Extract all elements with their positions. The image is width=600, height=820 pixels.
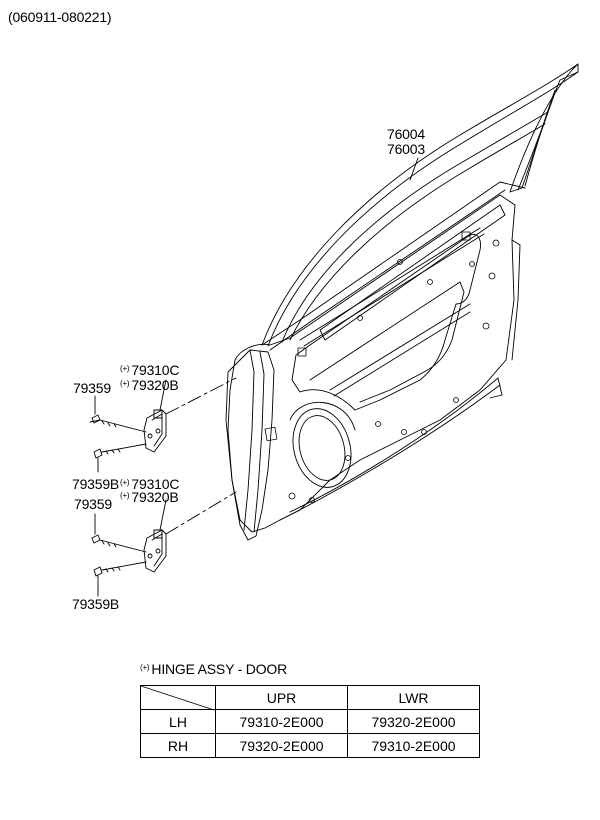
impact-bar-4 <box>333 311 471 397</box>
callout-upper-79320b: (+)79320B <box>120 377 179 393</box>
lower-hinge-dash <box>165 491 237 535</box>
waist-rail <box>319 204 506 341</box>
table-cell-upr: 79310-2E000 <box>215 709 348 734</box>
impact-bar-3 <box>329 303 471 391</box>
inner-opening-2 <box>309 281 465 403</box>
table-header-row: UPR LWR <box>140 685 480 710</box>
belt-line <box>261 181 526 346</box>
belt-line-2 <box>269 189 506 351</box>
b-pillar-line <box>524 89 556 187</box>
inner-opening <box>291 233 481 411</box>
table-header-lwr: LWR <box>347 685 480 710</box>
lower-hinge-leader <box>159 499 167 531</box>
upper-hinge-dash-2 <box>89 419 101 423</box>
callout-lower-79320b: (+)79320B <box>120 489 179 505</box>
upper-hinge-leader <box>159 379 167 411</box>
rear-edge-2 <box>511 239 521 361</box>
upper-bolt-a <box>91 414 147 433</box>
speaker-rim <box>289 401 356 431</box>
upper-bolt-b <box>93 443 147 459</box>
hinge-pillar-edge-2 <box>253 351 265 533</box>
legend-mark: (+) <box>140 663 150 672</box>
table-row: RH 79320-2E000 79310-2E000 <box>140 733 480 758</box>
legend-title: HINGE ASSY - DOOR <box>151 661 288 677</box>
callout-lower-79359b: 79359B <box>72 596 120 612</box>
table-corner-cell <box>140 685 216 710</box>
callout-upper-79310c: (+)79310C <box>120 362 179 378</box>
window-frame-inner-2 <box>289 123 546 341</box>
speaker-hole-inner <box>298 415 346 481</box>
table-cell-side: LH <box>140 709 216 734</box>
panel-holes <box>264 231 500 503</box>
door-panel-outline <box>227 194 516 533</box>
table-cell-lwr: 79310-2E000 <box>347 733 480 758</box>
upper-79310c-label: 79310C <box>131 362 180 378</box>
lh-mark: (+) <box>120 379 130 388</box>
upper-hinge-drawing <box>89 377 237 459</box>
hinge-assy-legend: (+)HINGE ASSY - DOOR <box>140 661 287 677</box>
callout-upper-79359b: 79359B <box>72 476 120 492</box>
upper-hinge-dash <box>165 377 237 415</box>
lower-bolt-a <box>91 534 147 553</box>
date-range-label: (060911-080221) <box>8 9 112 25</box>
callout-lower-79359: 79359 <box>74 496 112 512</box>
table-header-upr: UPR <box>215 685 348 710</box>
callout-upper-79359: 79359 <box>73 380 111 396</box>
door-leader <box>409 157 419 181</box>
lh-mark: (+) <box>120 364 130 373</box>
impact-bar-2 <box>303 233 485 347</box>
table-cell-upr: 79320-2E000 <box>215 733 348 758</box>
callout-76004: 76004 <box>387 126 425 142</box>
window-frame-outer <box>261 63 579 346</box>
lower-79320b-label: 79320B <box>131 489 179 505</box>
speaker-hole <box>292 408 352 488</box>
callout-76003: 76003 <box>387 141 425 157</box>
window-frame-inner <box>281 111 549 343</box>
hinge-part-table: UPR LWR LH 79310-2E000 79320-2E000 RH 79… <box>140 685 480 758</box>
table-cell-lwr: 79320-2E000 <box>347 709 480 734</box>
window-frame-outer-2 <box>267 71 579 347</box>
b-pillar-sash <box>509 63 579 193</box>
table-row: LH 79310-2E000 79320-2E000 <box>140 709 480 734</box>
callout-lower-79310c: (+)79310C <box>120 476 179 492</box>
rear-edge <box>489 377 503 399</box>
lh-mark: (+) <box>120 478 130 487</box>
table-cell-side: RH <box>140 733 216 758</box>
lower-bolt-b <box>93 561 147 577</box>
upper-79320b-label: 79320B <box>131 377 179 393</box>
lower-79310c-label: 79310C <box>131 476 180 492</box>
lower-hinge-drawing <box>91 491 237 577</box>
impact-bar <box>299 227 481 341</box>
hinge-pillar-edge <box>243 349 255 531</box>
hinge-pillar <box>225 349 275 541</box>
lower-sill-2 <box>289 377 499 513</box>
lh-mark: (+) <box>120 491 130 500</box>
lower-sill <box>279 384 501 521</box>
